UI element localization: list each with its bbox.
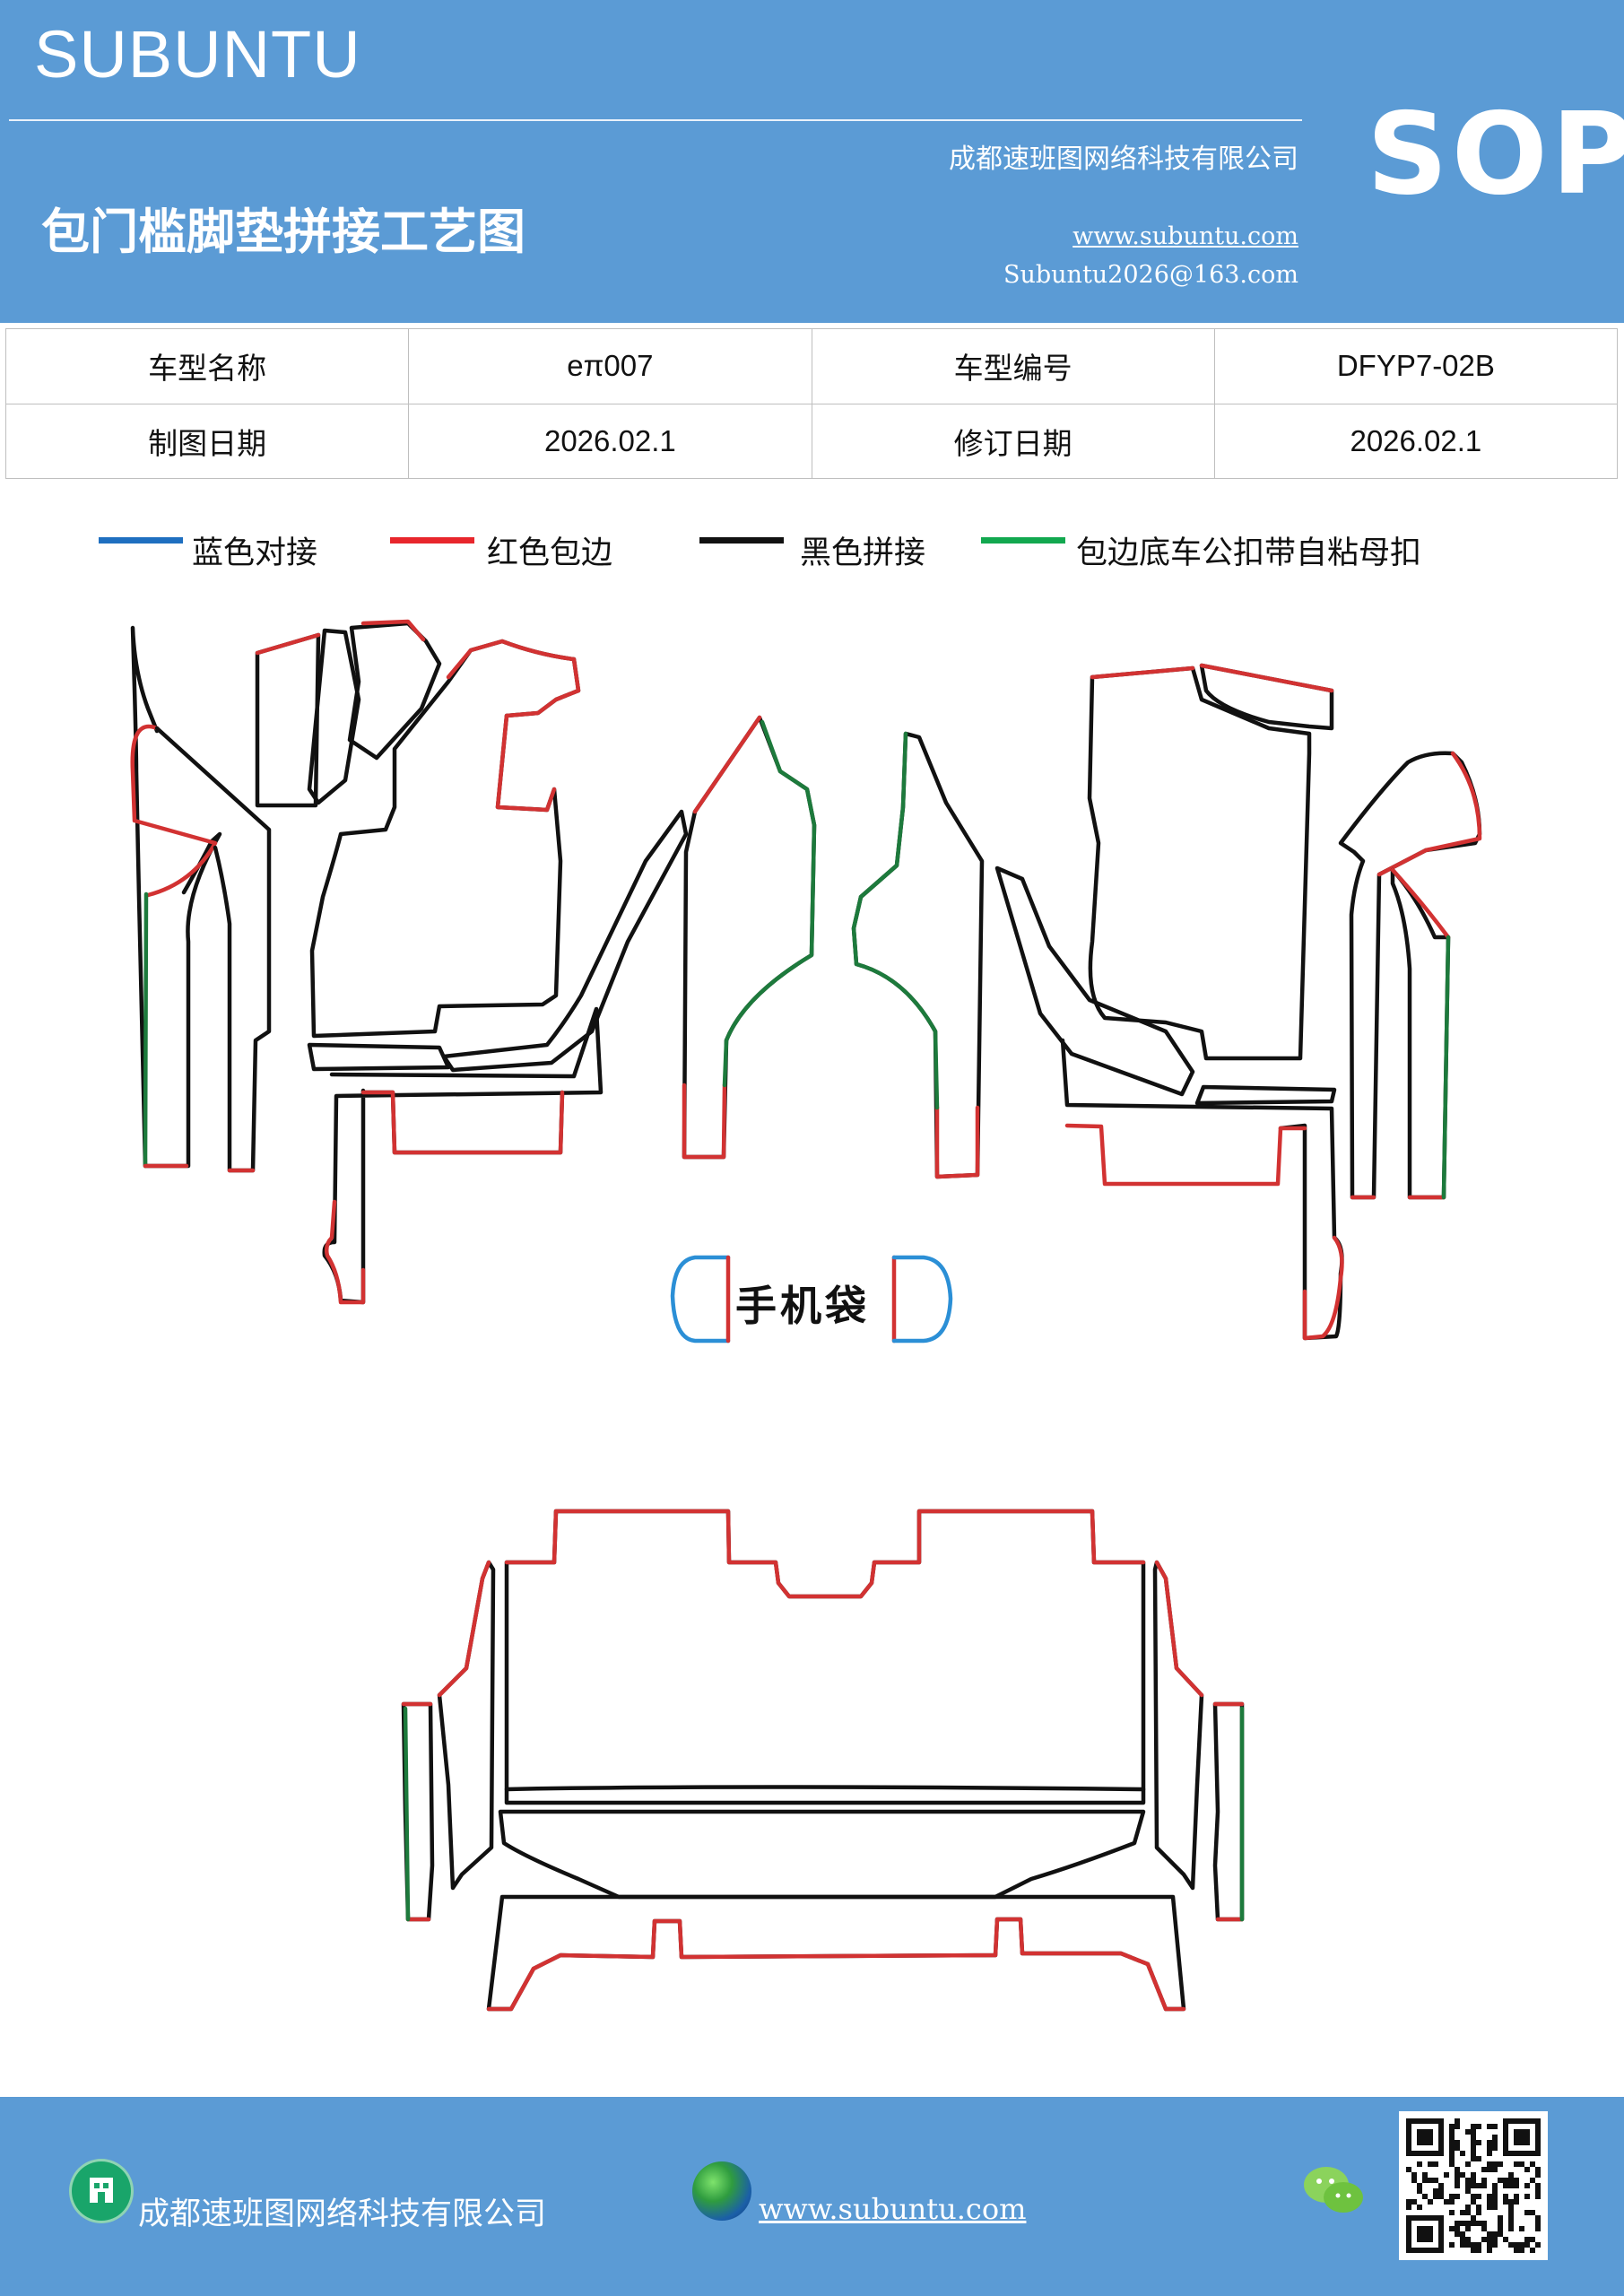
legend-green-swatch: [981, 537, 1065, 544]
right-door-sill-red: [1350, 751, 1482, 1200]
right-pedal-panel: [1199, 663, 1334, 731]
left-mat-group: [130, 619, 689, 1305]
left-pedal-panel-2: [307, 628, 361, 805]
right-main-floor-mat-red: [1090, 665, 1195, 680]
phone-pocket-label: 手机袋: [735, 1282, 870, 1330]
brand-name: SUBUNTU: [34, 17, 361, 91]
info-table: 车型名称 eπ007 车型编号 DFYP7-02B 制图日期 2026.02.1…: [4, 328, 1619, 479]
legend-blue-swatch: [99, 537, 183, 544]
legend-green-label: 包边底车公扣带自粘母扣: [1076, 535, 1422, 571]
legend-black-label: 黑色拼接: [800, 535, 926, 571]
legend-black-swatch: [699, 537, 784, 544]
rear-right-outer-strip: [1212, 1701, 1245, 1922]
rear-main-mat-red: [504, 1509, 1146, 1599]
model-name-label: 车型名称: [4, 328, 410, 404]
qr-code: [1399, 2111, 1548, 2260]
left-door-sill-red-top: [130, 724, 218, 898]
page-title: 包门槛脚垫拼接工艺图: [41, 203, 525, 260]
draw-date-value: 2026.02.1: [408, 403, 812, 479]
rear-front-strip-red: [486, 1917, 1186, 2012]
right-main-floor-mat: [1087, 665, 1312, 1061]
left-door-sill-green: [143, 891, 149, 1169]
table-row: 车型名称 eπ007 车型编号 DFYP7-02B: [4, 328, 1619, 404]
left-rail-strip: [441, 809, 689, 1073]
left-base-tab-red: [360, 1090, 565, 1155]
center-left-tunnel-red: [682, 715, 762, 1160]
left-base-strip-red: [324, 1199, 366, 1305]
header-url-link[interactable]: www.subuntu.com: [1073, 222, 1298, 250]
right-side-strip: [1390, 867, 1451, 1200]
legend-blue-label: 蓝色对接: [192, 535, 318, 571]
left-pedal-panel-3: [347, 621, 442, 761]
center-tunnel-group: [682, 715, 985, 1179]
globe-icon: [692, 2161, 751, 2221]
rear-right-outer-red: [1212, 1701, 1245, 1922]
left-lower-mat: [307, 1042, 451, 1072]
left-main-floor-mat: [309, 639, 581, 1039]
right-side-strip-red: [1390, 867, 1451, 1200]
footer-url-link[interactable]: www.subuntu.com: [759, 2192, 1027, 2226]
phone-pocket: [670, 1255, 953, 1344]
rear-right-wing: [1152, 1560, 1204, 1891]
left-front-strip: [154, 726, 272, 1173]
center-right-tunnel-red: [934, 1105, 980, 1179]
header-email[interactable]: Subuntu2026@163.com: [1003, 261, 1298, 289]
model-code-value: DFYP7-02B: [1213, 328, 1619, 404]
rear-left-outer-green: [403, 1706, 411, 1922]
legend-red-label: 红色包边: [487, 535, 613, 571]
sop-badge: SOP: [1367, 88, 1624, 220]
legend-red-swatch: [390, 537, 474, 544]
model-code-label: 车型编号: [811, 328, 1215, 404]
model-name-value: eπ007: [408, 328, 812, 404]
revise-date-value: 2026.02.1: [1213, 403, 1619, 479]
footer-company: 成都速班图网络科技有限公司: [138, 2196, 547, 2232]
right-rail-strip: [994, 865, 1195, 1097]
building-icon: [72, 2161, 131, 2221]
rear-mat-group: [401, 1509, 1245, 2012]
table-row: 制图日期 2026.02.1 修订日期 2026.02.1: [4, 403, 1619, 479]
header-company: 成都速班图网络科技有限公司: [949, 144, 1298, 175]
left-pedal-panel-1-red: [255, 632, 321, 656]
rear-center-panel: [498, 1809, 1146, 1900]
rear-right-wing-red: [1154, 1560, 1204, 1698]
center-left-tunnel-green: [722, 719, 817, 1088]
rear-left-wing: [437, 1560, 496, 1891]
phone-pocket-right-blue: [891, 1255, 953, 1344]
rear-left-wing-red: [437, 1560, 491, 1698]
right-base-strip: [1060, 1038, 1344, 1341]
wechat-icon[interactable]: [1302, 2163, 1365, 2219]
rear-left-outer-red: [401, 1701, 433, 1922]
right-base-strip-red: [1302, 1235, 1344, 1341]
header-banner: [0, 0, 1624, 323]
header-divider: [9, 119, 1302, 121]
left-main-floor-mat-red: [446, 639, 581, 813]
right-pedal-panel-red: [1199, 663, 1334, 693]
rear-main-mat: [504, 1509, 1146, 1805]
center-right-tunnel: [851, 731, 985, 1179]
rear-seat-base: [504, 1785, 1146, 1792]
right-side-strip-green: [1441, 935, 1451, 1200]
phone-pocket-left-blue: [670, 1255, 731, 1344]
right-mat-group: [994, 663, 1482, 1341]
right-base-tab: [1064, 1123, 1307, 1187]
right-lower-mat: [1194, 1084, 1337, 1106]
draw-date-label: 制图日期: [4, 403, 410, 479]
revise-date-label: 修订日期: [811, 403, 1215, 479]
left-pedal-red-cap: [360, 619, 426, 642]
center-right-tunnel-green: [851, 731, 940, 1110]
